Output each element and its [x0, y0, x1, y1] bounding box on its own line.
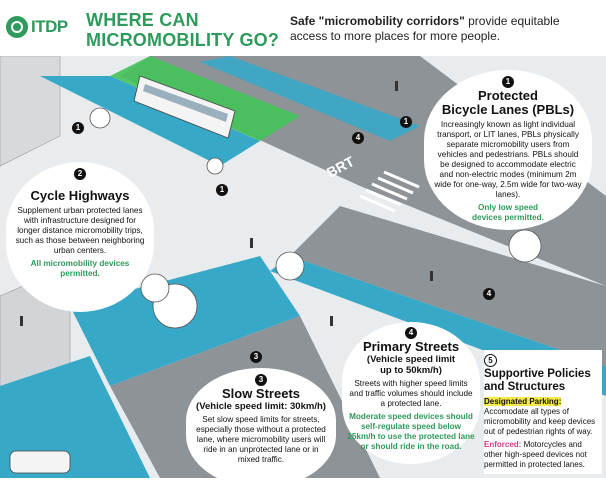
section-4-subtitle-line-1: (Vehicle speed limit — [366, 354, 456, 365]
section-slow-streets: 3 Slow Streets (Vehicle speed limit: 30k… — [186, 368, 336, 488]
section-5-number: 5 — [484, 354, 497, 367]
section-cycle-highways: 2 Cycle Highways Supplement urban protec… — [6, 162, 154, 312]
section-4-subtitle-line-2: up to 50km/h) — [380, 365, 442, 376]
section-5-title-line-2: and Structures — [484, 381, 566, 393]
trees — [89, 107, 542, 329]
bike-lane-upper-right — [200, 56, 420, 141]
section-2-title: Cycle Highways — [30, 188, 130, 203]
enforced-label: Enforced: — [484, 440, 522, 449]
section-5-enforced: Enforced: Motorcycles and other high-spe… — [484, 440, 602, 470]
car-illustration — [9, 450, 71, 474]
title-line-1: WHERE CAN — [86, 10, 199, 30]
section-1-title-line-2: Bicycle Lanes (PBLs) — [441, 102, 575, 117]
section-3-title: Slow Streets — [221, 386, 301, 401]
logo-text: ITDP — [31, 17, 68, 36]
tagline: Safe "micromobility corridors" provide e… — [290, 14, 590, 44]
map-marker-4: 4 — [352, 132, 364, 144]
section-4-body: Streets with higher speed limits and tra… — [349, 379, 473, 408]
parking-label: Designated Parking: — [484, 397, 562, 406]
section-protected-bike-lanes: 1 Protected Bicycle Lanes (PBLs) Increas… — [424, 70, 592, 230]
page-title: WHERE CAN MICROMOBILITY GO? — [86, 10, 286, 50]
cross-road — [290, 206, 606, 366]
section-5-title-line-1: Supportive Policies — [484, 368, 591, 380]
itdp-logo: ITDP — [6, 14, 68, 40]
section-3-subtitle: (Vehicle speed limit: 30km/h) — [196, 401, 326, 412]
enforced-body: Motorcycles and other high-speed devices… — [484, 440, 587, 469]
crosswalk — [359, 170, 420, 213]
map-marker-1b: 1 — [72, 122, 84, 134]
section-2-note: All micromobility devices permitted. — [30, 259, 130, 278]
brt-green-lane — [110, 56, 300, 141]
section-4-number: 4 — [405, 327, 417, 339]
section-1-number: 1 — [502, 76, 514, 88]
header: ITDP WHERE CAN MICROMOBILITY GO? Safe "m… — [0, 0, 606, 56]
section-1-body: Increasingly known as light individual t… — [434, 120, 582, 199]
map-marker-4b: 4 — [483, 288, 495, 300]
section-primary-streets: 4 Primary Streets (Vehicle speed limit u… — [342, 322, 480, 464]
bottom-left-lane — [0, 356, 150, 478]
section-4-note: Moderate speed devices should self-regul… — [347, 412, 475, 451]
section-1-note: Only low speed devices permitted. — [472, 203, 544, 222]
section-3-body: Set slow speed limits for streets, espec… — [196, 415, 326, 464]
tagline-rest: provide equitable access to more places … — [290, 14, 560, 43]
building-left — [0, 56, 61, 167]
section-1-title-line-1: Protected — [478, 88, 538, 103]
bike-lane-upper — [40, 76, 260, 166]
title-line-2: MICROMOBILITY GO? — [86, 30, 280, 50]
tagline-bold: Safe "micromobility corridors" — [290, 14, 465, 28]
map-marker-1: 1 — [216, 184, 228, 196]
parking-body: Accomodate all types of micromobility an… — [484, 407, 596, 436]
section-5-parking: Designated Parking: Accomodate all types… — [484, 397, 602, 437]
itdp-logo-icon — [6, 16, 28, 38]
section-2-body: Supplement urban protected lanes with in… — [15, 206, 145, 255]
map-marker-1c: 1 — [400, 116, 412, 128]
section-supportive-policies: 5 Supportive Policies and Structures Des… — [484, 350, 602, 474]
bus-illustration — [133, 75, 236, 139]
map-marker-3: 3 — [250, 351, 262, 363]
section-3-number: 3 — [255, 374, 267, 386]
section-2-number: 2 — [74, 168, 86, 180]
section-4-title: Primary Streets — [362, 339, 460, 354]
